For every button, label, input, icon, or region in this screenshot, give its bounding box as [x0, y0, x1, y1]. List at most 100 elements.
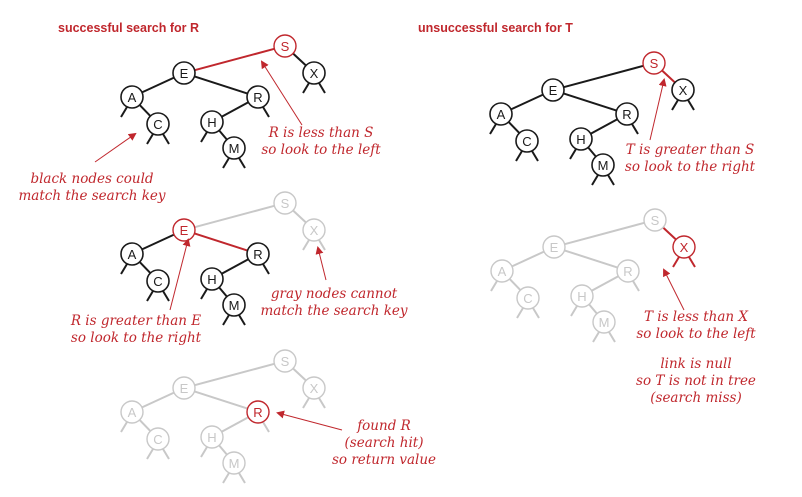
hit1-null-CL: [146, 133, 154, 145]
miss2-node-A: [490, 259, 514, 283]
hit2-node-label-S: S: [281, 196, 290, 211]
miss1-null-CR: [531, 150, 539, 162]
hit3-node-label-A: A: [128, 405, 137, 420]
hit1-null-MR: [238, 157, 246, 169]
note-h2d: so look to the right: [71, 330, 202, 346]
hit1-node-label-M: M: [229, 141, 240, 156]
hit2-edge-SE: [194, 204, 275, 229]
hit3-node-A: [120, 400, 144, 424]
miss2-null-CL: [516, 307, 524, 319]
miss2-node-R: [616, 259, 640, 283]
miss1-null-XL: [671, 99, 679, 111]
hit1-node-label-C: C: [153, 117, 162, 132]
hit1-null-XL: [302, 82, 310, 94]
hit1-edge-HM: [218, 129, 228, 141]
miss2-node-label-S: S: [651, 213, 660, 228]
hit1-null-AL: [120, 106, 128, 118]
arrow-h2: [169, 238, 191, 311]
hit2-edge-EA: [141, 233, 175, 251]
hit2-null-XL: [302, 239, 310, 251]
hit1-null-HL: [200, 131, 208, 143]
miss1-node-label-A: A: [497, 107, 506, 122]
hit1-null-RR: [262, 106, 270, 118]
miss1-node-A: [489, 102, 513, 126]
hit2-edge-RH: [221, 258, 249, 275]
note-h1c: black nodes could: [30, 171, 153, 187]
miss1-edge-RH: [590, 118, 618, 135]
hit3-null-CL: [146, 448, 154, 460]
arrow-black-nodes: [94, 132, 137, 163]
hit2-edge-AC: [138, 261, 152, 274]
hit1-edge-SE: [194, 47, 275, 72]
miss1-edge-ER: [563, 92, 617, 112]
hit1-null-CR: [162, 133, 170, 145]
note-h2a: gray nodes cannot: [271, 286, 398, 302]
hit1-node-C: [146, 112, 170, 136]
hit2-node-label-E: E: [180, 223, 189, 238]
hit2-node-A: [120, 242, 144, 266]
miss2-null-MR: [608, 331, 616, 343]
miss2-node-label-H: H: [577, 289, 586, 304]
hit3-node-label-E: E: [180, 381, 189, 396]
hit1-node-label-E: E: [180, 66, 189, 81]
hit3-edge-RH: [221, 416, 249, 433]
hit2-null-CL: [146, 290, 154, 302]
note-h1b: so look to the left: [261, 142, 381, 158]
hit3-node-label-M: M: [229, 456, 240, 471]
note-h1a: R is less than S: [268, 125, 374, 141]
miss1-node-label-C: C: [522, 134, 531, 149]
miss2-node-label-E: E: [550, 240, 559, 255]
hit2-node-C: [146, 269, 170, 293]
hit1-node-R: [246, 85, 270, 109]
note-m1b: so look to the right: [625, 159, 756, 175]
miss1-edge-HM: [587, 146, 597, 158]
hit3-node-label-S: S: [281, 354, 290, 369]
hit2-edge-ER: [194, 232, 248, 252]
hit1-node-label-S: S: [281, 39, 290, 54]
hit3-null-XR: [318, 397, 326, 409]
arrow-gray-nodes: [315, 246, 327, 281]
miss1-edge-EA: [510, 93, 544, 111]
note-h2b: match the search key: [261, 303, 408, 319]
annotation-arrows: [94, 60, 685, 431]
miss2-node-M: [592, 310, 616, 334]
hit2-node-label-H: H: [207, 272, 216, 287]
miss1-node-label-H: H: [576, 132, 585, 147]
miss2-null-HL: [570, 305, 578, 317]
hit2-node-label-A: A: [128, 247, 137, 262]
hit2-node-X: [302, 218, 326, 242]
hit3-edge-SX: [292, 367, 307, 382]
hit-title: successful search for R: [58, 21, 199, 35]
miss2-node-X: [672, 235, 696, 259]
miss1-null-HL: [569, 148, 577, 160]
miss1-node-H: [569, 127, 593, 151]
miss2-edge-EA: [511, 250, 545, 268]
hit2-edge-SX: [292, 209, 307, 224]
note-h3b: (search hit): [345, 435, 424, 451]
hit3-node-label-H: H: [207, 430, 216, 445]
miss1-edge-SE: [563, 64, 644, 89]
miss1-edge-SX: [661, 69, 676, 84]
miss1-node-label-M: M: [598, 158, 609, 173]
miss2-null-XR: [688, 256, 696, 268]
miss1-null-CL: [515, 150, 523, 162]
miss2-node-label-X: X: [680, 240, 689, 255]
note-m2a: T is less than X: [644, 309, 749, 325]
hit3-null-AL: [120, 421, 128, 433]
hit3-null-ML: [222, 472, 230, 484]
hit1-node-label-X: X: [310, 66, 319, 81]
hit3-node-M: [222, 451, 246, 475]
miss1-node-label-R: R: [622, 107, 631, 122]
miss1-node-label-E: E: [549, 83, 558, 98]
miss2-null-XL: [672, 256, 680, 268]
hit3-null-HL: [200, 446, 208, 458]
miss2-node-H: [570, 284, 594, 308]
hit2-null-ML: [222, 314, 230, 326]
hit2-null-AL: [120, 263, 128, 275]
hit1-node-M: [222, 136, 246, 160]
hit1-node-label-R: R: [253, 90, 262, 105]
hit2-node-label-M: M: [229, 298, 240, 313]
miss1-node-label-S: S: [650, 56, 659, 71]
annotation-notes: R is less than S so look to the left bla…: [19, 125, 757, 468]
